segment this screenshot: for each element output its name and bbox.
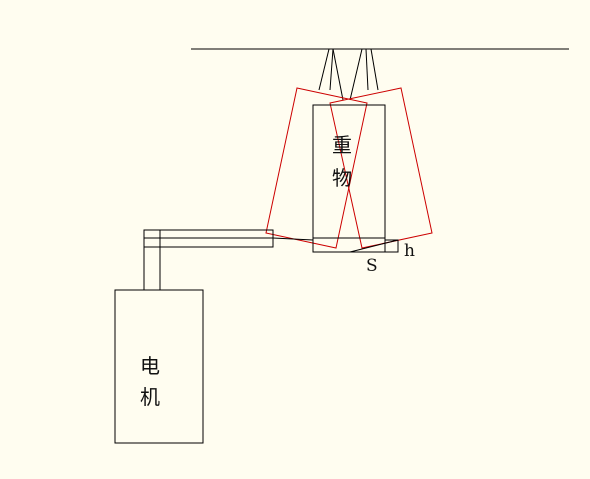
vertical-shaft <box>143 247 161 290</box>
label-s: S <box>366 256 378 276</box>
suspension-strings <box>318 48 379 101</box>
motor-block <box>114 289 204 444</box>
height-marker-box <box>384 239 399 253</box>
label-h: h <box>404 241 415 261</box>
swing-right-outline <box>329 87 433 249</box>
weight-label-2: 物 <box>332 166 352 190</box>
displacement-line <box>349 239 399 253</box>
motor-label-1: 电 <box>140 354 160 378</box>
swing-left-outline <box>265 87 368 249</box>
horizontal-arm <box>143 229 314 248</box>
weight-label-1: 重 <box>332 133 352 157</box>
weight-block <box>312 104 386 253</box>
motor-label-2: 机 <box>140 385 160 409</box>
